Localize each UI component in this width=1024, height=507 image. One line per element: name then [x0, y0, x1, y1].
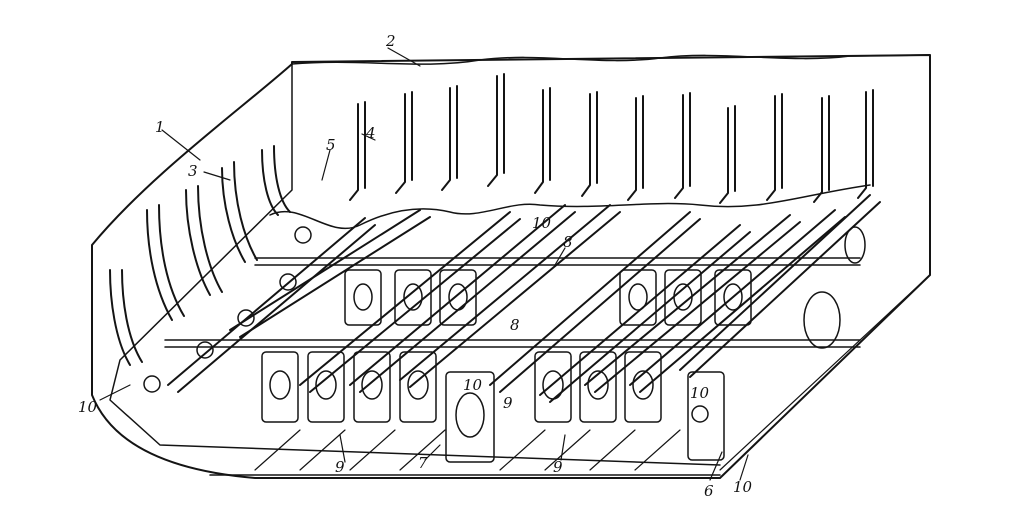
callout-8-lower: 8	[510, 316, 520, 334]
callout-10-bottom: 10	[733, 478, 753, 496]
callout-10-left: 10	[78, 398, 98, 416]
callout-10-right: 10	[690, 384, 710, 402]
callout-6: 6	[704, 482, 714, 500]
transverse-floors	[164, 257, 861, 476]
callout-5: 5	[326, 136, 336, 154]
callout-10-center: 10	[463, 376, 483, 394]
callout-8-upper: 8	[563, 233, 573, 251]
bottom-shell-lines	[254, 274, 931, 471]
callout-9-left: 9	[335, 458, 345, 476]
side-frames	[349, 73, 874, 204]
callout-4: 4	[365, 124, 376, 142]
deck-plating-edge	[291, 54, 931, 65]
callout-7: 7	[418, 454, 428, 472]
bilge-frames	[109, 145, 291, 366]
callout-3: 3	[188, 162, 198, 180]
callout-2: 2	[385, 32, 396, 50]
longitudinal-stiffeners	[167, 194, 881, 403]
callout-1: 1	[155, 118, 165, 136]
hull-outline	[91, 54, 931, 479]
shell-side-panel	[109, 63, 721, 466]
lightening-holes	[143, 226, 866, 438]
floor-plates	[261, 269, 752, 463]
callout-9-right: 9	[553, 458, 563, 476]
callout-10-top: 10	[532, 214, 552, 232]
callout-9-center: 9	[503, 394, 513, 412]
leader-lines	[99, 47, 749, 481]
